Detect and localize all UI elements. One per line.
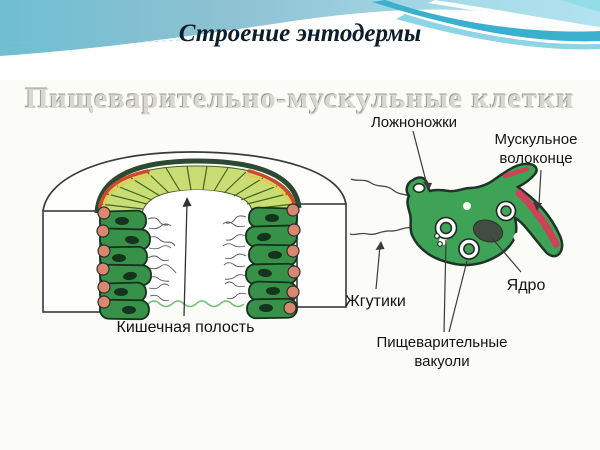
banner-wave-decoration	[0, 0, 600, 80]
banner-teal-swoosh	[372, 0, 600, 42]
salmon-muscle-dots	[96, 203, 301, 315]
label-pseudopodia: Ложноножки	[370, 114, 458, 131]
label-gut-cavity: Кишечная полость	[116, 319, 255, 336]
left-cell-column	[99, 209, 152, 321]
shoulder-muscle-arcs	[98, 169, 296, 209]
vacuole-pointer-1	[443, 239, 447, 333]
label-flagella: Жгутики	[345, 293, 406, 310]
cavity-bottom-wave	[147, 300, 245, 308]
slide-title: Строение энтодермы	[178, 20, 422, 47]
muscle-fiber-pointer	[538, 169, 542, 206]
right-box	[296, 203, 347, 308]
cell-flagella-lines	[349, 178, 418, 236]
body-wall-diagram	[42, 151, 347, 321]
left-box	[42, 210, 101, 313]
villi-radiating-lines	[99, 165, 295, 210]
right-column-nuclei	[257, 214, 282, 312]
nucleus-pointer	[490, 236, 522, 273]
label-digestive-vacuoles: Пищеварительные вакуоли	[376, 334, 508, 370]
vacuole-pointer-2	[448, 260, 468, 333]
left-column-nuclei	[112, 217, 139, 314]
pointer-lines	[375, 130, 542, 333]
flagella-pointer	[375, 245, 381, 290]
cell-edge-pores	[434, 233, 443, 247]
nucleus-shape	[472, 219, 504, 243]
arch-dark-outline	[94, 158, 302, 214]
label-muscle-fiber: Мускульное волоконце	[494, 131, 578, 167]
vacuole-shapes	[434, 200, 517, 260]
pseudopod-hole	[412, 182, 426, 194]
slide-subtitle: Пищеварительно-мускульные клетки	[25, 82, 575, 115]
muscle-fiber-shape	[502, 166, 560, 248]
cavity-fill	[142, 190, 252, 304]
dome-outline	[42, 151, 347, 212]
cell-diagram	[349, 162, 564, 267]
label-nucleus: Ядро	[506, 277, 546, 294]
cavity-arrow	[182, 197, 192, 317]
pseudopodia-pointer	[412, 130, 428, 186]
cavity-flagella-lines	[147, 215, 247, 302]
